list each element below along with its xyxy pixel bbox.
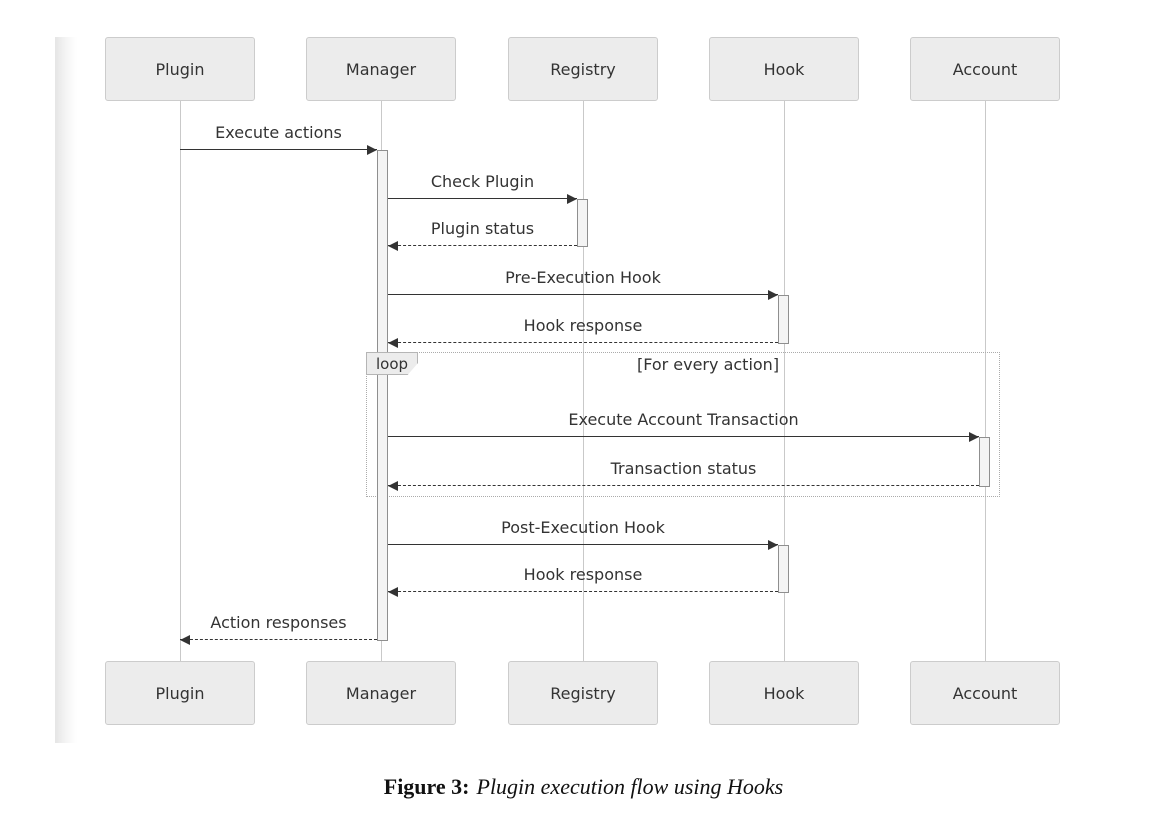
activation-bar-manager bbox=[377, 150, 388, 641]
loop-frame bbox=[366, 352, 1000, 497]
message-line bbox=[180, 149, 377, 150]
arrowhead-icon bbox=[388, 241, 398, 251]
message-label: Check Plugin bbox=[430, 172, 535, 191]
participant-box-top-account: Account bbox=[910, 37, 1060, 101]
message-label: Post-Execution Hook bbox=[501, 518, 665, 537]
lifeline-plugin bbox=[179, 101, 181, 661]
participant-label: Hook bbox=[763, 59, 805, 79]
arrowhead-icon bbox=[388, 587, 398, 597]
participant-label: Manager bbox=[345, 59, 417, 79]
message-label: Execute Account Transaction bbox=[568, 410, 799, 429]
arrowhead-icon bbox=[768, 290, 778, 300]
participant-label: Plugin bbox=[155, 683, 205, 703]
activation-bar-hook bbox=[778, 295, 789, 344]
participant-box-bottom-manager: Manager bbox=[306, 661, 456, 725]
lifeline-registry bbox=[582, 101, 584, 661]
participant-label: Registry bbox=[550, 59, 616, 79]
message-line bbox=[388, 436, 979, 437]
participant-box-bottom-plugin: Plugin bbox=[105, 661, 255, 725]
arrowhead-icon bbox=[388, 481, 398, 491]
message-line bbox=[388, 294, 778, 295]
message-label: Transaction status bbox=[610, 459, 757, 478]
arrowhead-icon bbox=[180, 635, 190, 645]
figure-caption: Figure 3:Plugin execution flow using Hoo… bbox=[0, 774, 1167, 800]
participant-label: Hook bbox=[763, 683, 805, 703]
loop-condition-label: [For every action] bbox=[636, 355, 780, 374]
message-label: Action responses bbox=[210, 613, 347, 632]
message-line bbox=[388, 485, 979, 486]
message-line bbox=[388, 544, 778, 545]
message-line bbox=[388, 245, 577, 246]
loop-label-tab: loop bbox=[366, 352, 418, 375]
message-label: Hook response bbox=[523, 316, 643, 335]
participant-box-top-plugin: Plugin bbox=[105, 37, 255, 101]
lifeline-hook bbox=[783, 101, 785, 661]
message-label: Pre-Execution Hook bbox=[505, 268, 661, 287]
message-line bbox=[388, 342, 778, 343]
arrowhead-icon bbox=[367, 145, 377, 155]
participant-box-top-registry: Registry bbox=[508, 37, 658, 101]
participant-box-top-manager: Manager bbox=[306, 37, 456, 101]
participant-label: Registry bbox=[550, 683, 616, 703]
participant-box-bottom-registry: Registry bbox=[508, 661, 658, 725]
participant-box-top-hook: Hook bbox=[709, 37, 859, 101]
message-label: Hook response bbox=[523, 565, 643, 584]
arrowhead-icon bbox=[567, 194, 577, 204]
message-line bbox=[388, 198, 577, 199]
arrowhead-icon bbox=[969, 432, 979, 442]
figure-caption-number: Figure 3: bbox=[383, 774, 470, 799]
participant-label: Account bbox=[952, 59, 1018, 79]
activation-bar-hook bbox=[778, 545, 789, 593]
arrowhead-icon bbox=[768, 540, 778, 550]
message-label: Execute actions bbox=[215, 123, 342, 142]
page-edge-shadow bbox=[55, 37, 77, 743]
figure-caption-text: Plugin execution flow using Hooks bbox=[476, 774, 784, 799]
message-label: Plugin status bbox=[430, 219, 535, 238]
activation-bar-account bbox=[979, 437, 990, 487]
participant-box-bottom-hook: Hook bbox=[709, 661, 859, 725]
message-line bbox=[180, 639, 377, 640]
message-line bbox=[388, 591, 778, 592]
participant-box-bottom-account: Account bbox=[910, 661, 1060, 725]
participant-label: Plugin bbox=[155, 59, 205, 79]
activation-bar-registry bbox=[577, 199, 588, 247]
participant-label: Manager bbox=[345, 683, 417, 703]
lifeline-account bbox=[984, 101, 986, 661]
arrowhead-icon bbox=[388, 338, 398, 348]
participant-label: Account bbox=[952, 683, 1018, 703]
